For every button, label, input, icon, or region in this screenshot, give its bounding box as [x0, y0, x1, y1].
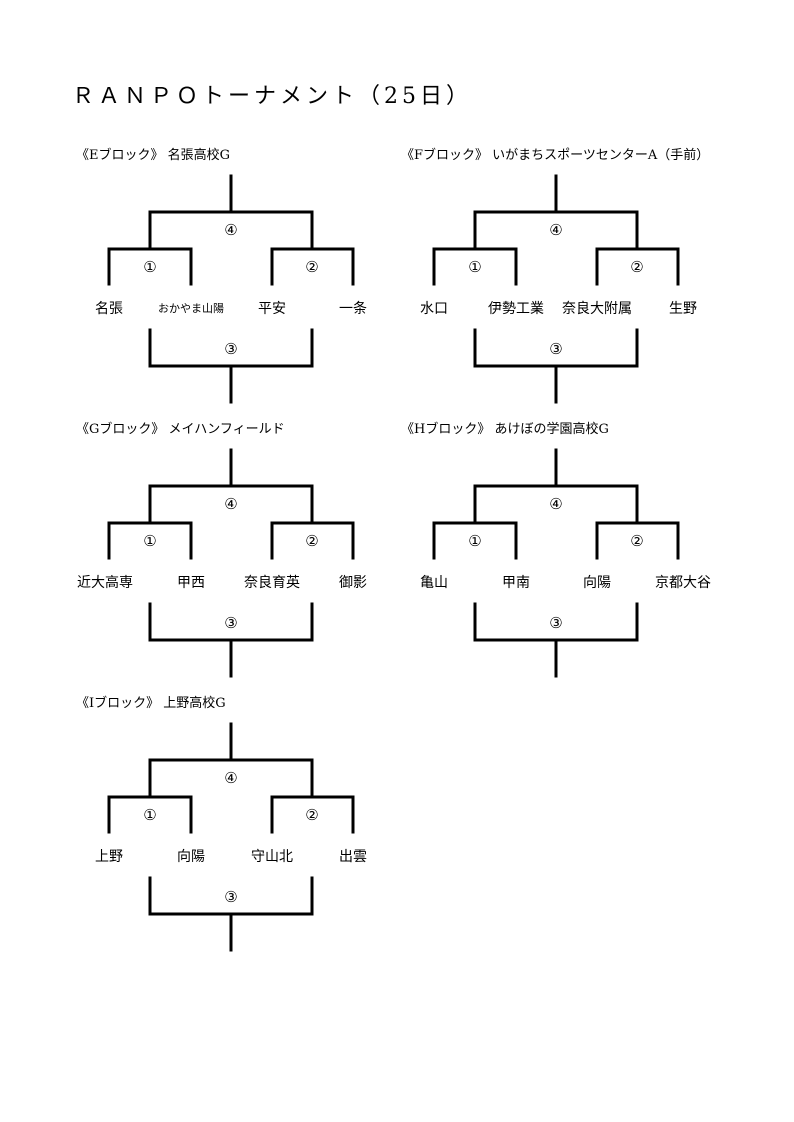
- team-4: 一条: [339, 300, 367, 317]
- match-3-label: ③: [224, 888, 237, 906]
- page-title: ＲＡＮＰＯトーナメント（25日）: [72, 84, 472, 109]
- team-2: おかやま山陽: [158, 302, 224, 315]
- block-h: 《Hブロック》 あけぼの学園高校G ④ ① ② 亀山 甲南 向陽 京都大谷 ③: [397, 418, 727, 678]
- match-1-label: ①: [468, 532, 481, 550]
- match-3-label: ③: [549, 340, 562, 358]
- team-3: 向陽: [583, 575, 611, 591]
- match-4-label: ④: [224, 495, 237, 513]
- team-2: 向陽: [177, 849, 205, 865]
- team-2: 伊勢工業: [488, 301, 544, 317]
- block-g: 《Gブロック》 メイハンフィールド ④ ① ② 近大高専 甲西 奈良育英 御影 …: [72, 418, 402, 678]
- bracket-diagram: ④ ① ② 亀山 甲南 向陽 京都大谷 ③: [420, 448, 711, 678]
- team-4: 生野: [669, 301, 697, 317]
- match-3-label: ③: [224, 614, 237, 632]
- match-1-label: ①: [143, 806, 156, 824]
- team-3: 奈良大附属: [562, 301, 632, 317]
- match-4-label: ④: [224, 221, 237, 239]
- block-heading: 《Eブロック》 名張高校G: [76, 148, 231, 163]
- team-3: 守山北: [251, 849, 293, 865]
- team-2: 甲西: [177, 575, 205, 591]
- match-4-label: ④: [224, 769, 237, 787]
- match-4-label: ④: [549, 221, 562, 239]
- team-1: 亀山: [420, 575, 448, 591]
- block-heading: 《Fブロック》 いがまちスポーツセンターA（手前）: [401, 148, 710, 163]
- match-4-label: ④: [549, 495, 562, 513]
- match-2-label: ②: [305, 806, 318, 824]
- team-1: 近大高専: [77, 574, 133, 591]
- team-4: 出雲: [339, 849, 367, 865]
- match-2-label: ②: [630, 258, 643, 276]
- team-1: 水口: [420, 301, 448, 317]
- match-3-label: ③: [549, 614, 562, 632]
- match-1-label: ①: [143, 258, 156, 276]
- match-1-label: ①: [143, 532, 156, 550]
- match-2-label: ②: [630, 532, 643, 550]
- bracket-diagram: ④ ① ② 水口 伊勢工業 奈良大附属 生野 ③: [420, 174, 697, 404]
- block-heading: 《Hブロック》 あけぼの学園高校G: [401, 422, 609, 437]
- team-4: 御影: [339, 575, 367, 591]
- match-2-label: ②: [305, 532, 318, 550]
- block-e: 《Eブロック》 名張高校G ④ ① ② 名張 おかやま山陽 平安 一条 ③: [72, 144, 402, 404]
- bracket-diagram: ④ ① ② 上野 向陽 守山北 出雲 ③: [95, 722, 367, 952]
- match-2-label: ②: [305, 258, 318, 276]
- block-heading: 《Iブロック》 上野高校G: [76, 696, 226, 711]
- match-3-label: ③: [224, 340, 237, 358]
- match-1-label: ①: [468, 258, 481, 276]
- block-i: 《Iブロック》 上野高校G ④ ① ② 上野 向陽 守山北 出雲 ③: [72, 692, 402, 952]
- team-1: 名張: [95, 301, 123, 317]
- block-heading: 《Gブロック》 メイハンフィールド: [76, 422, 285, 437]
- block-f: 《Fブロック》 いがまちスポーツセンターA（手前） ④ ① ② 水口 伊勢工業 …: [397, 144, 727, 404]
- team-3: 平安: [258, 301, 286, 317]
- bracket-diagram: ④ ① ② 名張 おかやま山陽 平安 一条 ③: [95, 174, 367, 404]
- team-1: 上野: [95, 849, 123, 865]
- team-3: 奈良育英: [244, 574, 300, 591]
- bracket-diagram: ④ ① ② 近大高専 甲西 奈良育英 御影 ③: [77, 448, 367, 678]
- team-4: 京都大谷: [655, 575, 711, 591]
- team-2: 甲南: [502, 575, 530, 591]
